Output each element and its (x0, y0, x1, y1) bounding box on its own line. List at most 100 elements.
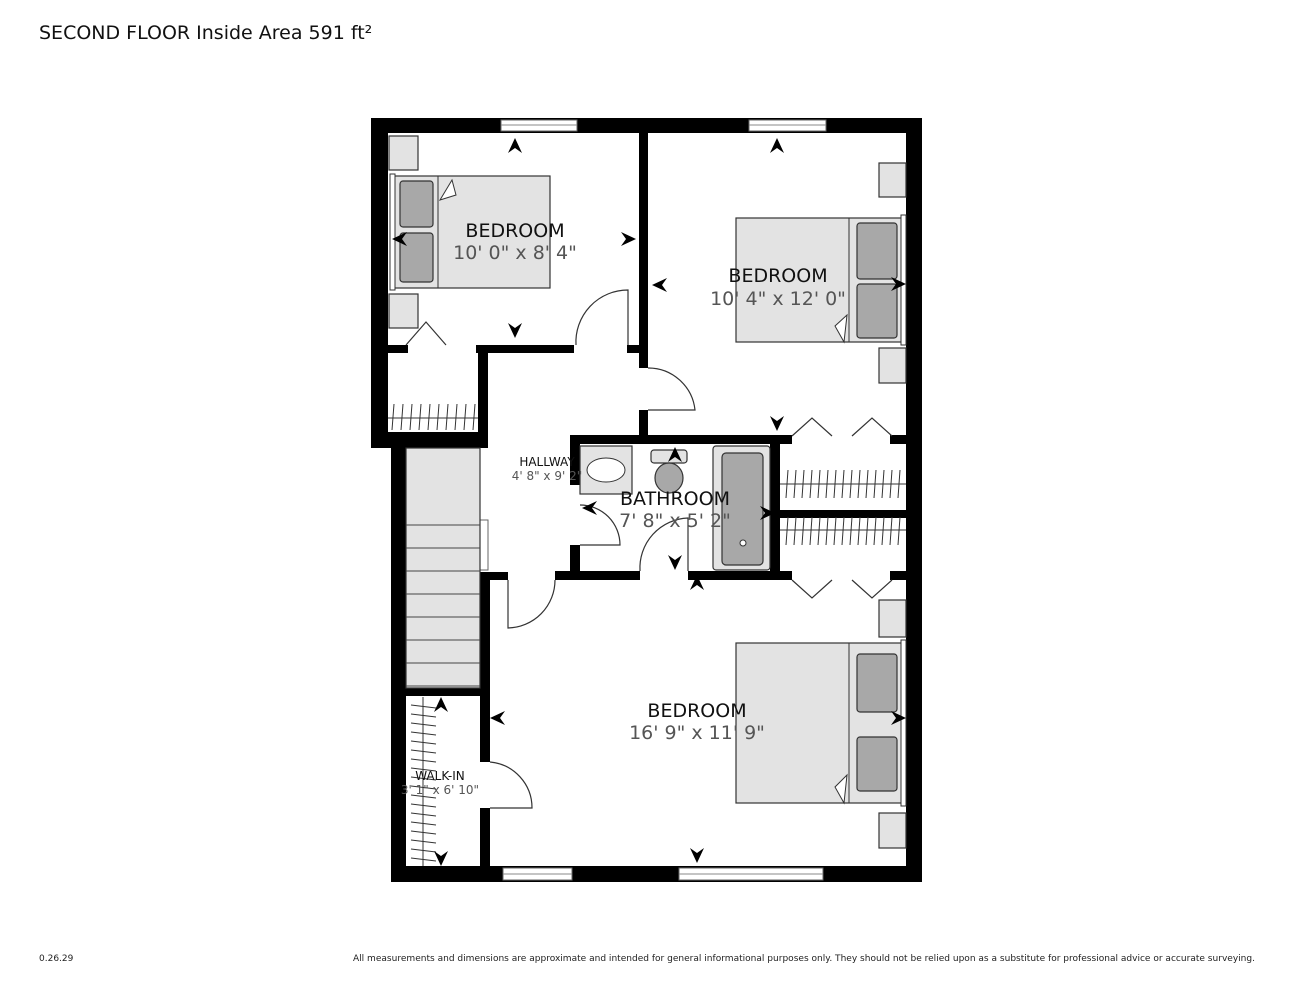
hanger (873, 469, 877, 499)
arrow-icon (668, 447, 682, 462)
bed (389, 173, 551, 291)
hanger (801, 469, 805, 499)
arrow-icon (891, 277, 906, 291)
hanger (849, 469, 853, 499)
bed (735, 214, 907, 346)
hanger (849, 516, 853, 546)
nightstand (878, 812, 907, 849)
hanger (410, 848, 437, 853)
arrow-icon (770, 138, 784, 153)
hanger (809, 516, 813, 546)
hanger (857, 516, 861, 546)
hanger (889, 516, 893, 546)
hanger (410, 749, 437, 754)
svg-text:HALLWAY: HALLWAY (519, 455, 575, 469)
nightstand (878, 347, 907, 384)
arrow-icon (508, 323, 522, 338)
hanger (418, 403, 422, 431)
nightstand (878, 599, 907, 638)
hanger (801, 516, 805, 546)
svg-text:3' 1" x 6' 10": 3' 1" x 6' 10" (401, 783, 479, 797)
arrow-icon (508, 138, 522, 153)
hanger (410, 740, 437, 745)
staircase (405, 447, 481, 689)
arrow-icon (434, 697, 448, 712)
hanger (410, 803, 437, 808)
hanger (427, 403, 431, 431)
hanger (445, 403, 449, 431)
hanger (410, 722, 437, 727)
hanger (410, 812, 437, 817)
hanger (881, 469, 885, 499)
hanger (785, 469, 789, 499)
hanger (817, 469, 821, 499)
svg-text:BEDROOM: BEDROOM (728, 265, 827, 287)
hanger (897, 469, 901, 499)
hanger (454, 403, 458, 431)
room-label-bedroom-3: BEDROOM 16' 9" x 11' 9" (629, 700, 765, 744)
arrow-icon (760, 506, 775, 520)
version-label: 0.26.29 (39, 954, 74, 964)
arrow-icon (668, 555, 682, 570)
arrow-icon (490, 711, 505, 725)
nightstand (878, 162, 907, 198)
hanger (817, 516, 821, 546)
svg-text:BEDROOM: BEDROOM (465, 220, 564, 242)
hanger (410, 857, 437, 862)
hanger (889, 469, 893, 499)
hanger (472, 403, 476, 431)
hanger (825, 516, 829, 546)
nightstand (388, 135, 419, 171)
arrow-icon (690, 575, 704, 590)
hanger (841, 516, 845, 546)
room-label-bedroom-1: BEDROOM 10' 0" x 8' 4" (453, 220, 577, 264)
hanger (833, 469, 837, 499)
arrow-icon (652, 278, 667, 292)
hanger (833, 516, 837, 546)
room-label-bathroom: BATHROOM 7' 8" x 5' 2" (619, 488, 731, 532)
hanger (410, 713, 437, 718)
svg-text:10' 4" x 12' 0": 10' 4" x 12' 0" (710, 288, 846, 310)
svg-text:4' 8" x 9' 2": 4' 8" x 9' 2" (512, 469, 583, 483)
hanger (436, 403, 440, 431)
arrow-icon (891, 711, 906, 725)
doors (405, 289, 893, 809)
svg-text:16' 9" x 11' 9": 16' 9" x 11' 9" (629, 722, 765, 744)
svg-text:BATHROOM: BATHROOM (620, 488, 730, 510)
arrow-icon (392, 232, 407, 246)
room-label-walk-in: WALK-IN 3' 1" x 6' 10" (401, 769, 479, 797)
hanger (410, 767, 437, 772)
hanger (410, 830, 437, 835)
disclaimer: All measurements and dimensions are appr… (353, 954, 1255, 964)
nightstand (388, 293, 419, 329)
sink-icon (586, 457, 626, 483)
rod-hangers (391, 403, 901, 862)
hanger (410, 776, 437, 781)
arrow-icon (434, 851, 448, 866)
hanger (410, 839, 437, 844)
windows (479, 119, 827, 881)
hanger (873, 516, 877, 546)
arrow-icon (770, 416, 784, 431)
hanger (881, 516, 885, 546)
arrow-icon (582, 501, 597, 515)
svg-text:10' 0" x 8' 4": 10' 0" x 8' 4" (453, 242, 577, 264)
hanger (857, 469, 861, 499)
hanger (841, 469, 845, 499)
hanger (793, 469, 797, 499)
bed (735, 639, 907, 807)
hanger (793, 516, 797, 546)
svg-text:WALK-IN: WALK-IN (415, 769, 465, 783)
hanger (785, 516, 789, 546)
hanger (410, 794, 437, 799)
room-label-bedroom-2: BEDROOM 10' 4" x 12' 0" (710, 265, 846, 310)
bathtub (712, 445, 771, 571)
hanger (897, 516, 901, 546)
hanger (410, 758, 437, 763)
hanger (410, 731, 437, 736)
hanger (410, 704, 437, 709)
hanger (809, 469, 813, 499)
svg-text:7' 8" x 5' 2": 7' 8" x 5' 2" (619, 510, 731, 532)
hanger (825, 469, 829, 499)
hanger (409, 403, 413, 431)
